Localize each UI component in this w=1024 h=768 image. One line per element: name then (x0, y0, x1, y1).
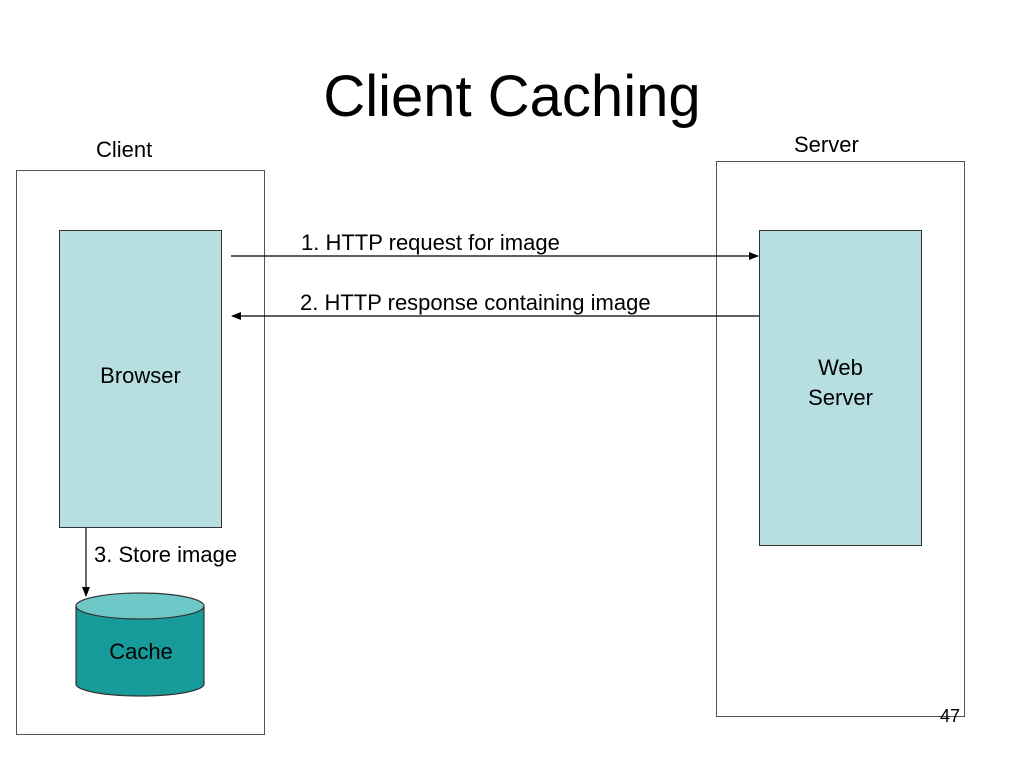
web-server-label-line2: Server (808, 385, 873, 410)
request-message-label: 1. HTTP request for image (301, 230, 560, 255)
browser-label: Browser (100, 363, 181, 388)
server-zone-label: Server (794, 132, 859, 157)
cache-cylinder-top (75, 592, 205, 620)
web-server-label: Web Server (808, 353, 873, 413)
response-message-label: 2. HTTP response containing image (300, 290, 651, 315)
web-server-label-line1: Web (818, 355, 863, 380)
cache-label: Cache (109, 639, 173, 664)
cache-cylinder (75, 592, 205, 697)
store-image-label: 3. Store image (94, 542, 238, 567)
web-server-box: Web Server (759, 230, 922, 546)
client-zone-label: Client (96, 137, 153, 162)
cache-cylinder-body (75, 605, 205, 697)
browser-box: Browser (59, 230, 222, 528)
slide-title: Client Caching (323, 64, 701, 129)
page-number: 47 (940, 706, 961, 726)
